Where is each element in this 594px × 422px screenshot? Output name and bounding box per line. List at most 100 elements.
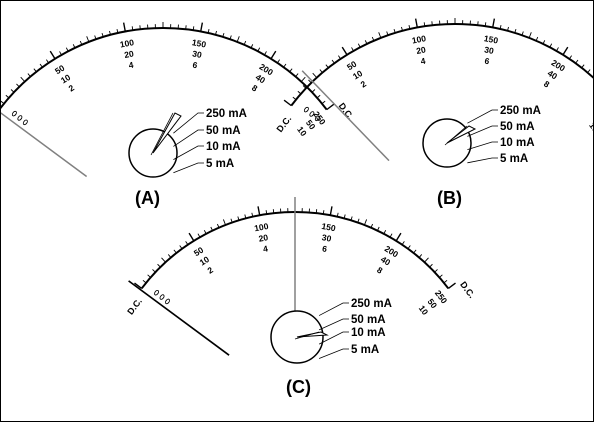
minor-tick xyxy=(439,274,443,278)
minor-tick xyxy=(1,100,5,105)
scale-number: 20 xyxy=(258,232,269,244)
meter-panel-b: 501021002041503062004082505010D.C.D.C.25… xyxy=(275,18,594,208)
minor-tick xyxy=(383,230,387,234)
minor-tick xyxy=(222,32,225,38)
scale-number: 6 xyxy=(484,56,491,67)
minor-tick xyxy=(434,269,438,273)
scale-number: 100 xyxy=(411,33,427,45)
scale-number: 4 xyxy=(262,243,269,254)
minor-tick xyxy=(316,94,321,99)
scale-number: 150 xyxy=(191,37,207,49)
scale-number: 2 xyxy=(67,82,77,93)
major-tick xyxy=(49,50,56,60)
minor-tick xyxy=(364,219,368,226)
scale-number: 6 xyxy=(192,60,199,71)
minor-tick xyxy=(319,69,323,73)
minor-tick xyxy=(535,36,539,41)
scale-number: 30 xyxy=(191,48,202,60)
minor-tick xyxy=(357,43,361,48)
minor-tick xyxy=(210,226,213,231)
minor-tick xyxy=(311,89,316,93)
minor-tick xyxy=(549,43,553,48)
minor-tick xyxy=(297,90,302,95)
scale-number: 10 xyxy=(587,120,594,134)
minor-tick xyxy=(207,29,210,34)
range-label-5ma: 5 mA xyxy=(206,158,234,170)
minor-tick xyxy=(336,212,339,217)
range-label-50ma: 50 mA xyxy=(206,125,241,137)
range-leader-line xyxy=(173,112,204,134)
minor-tick xyxy=(109,30,111,35)
minor-tick xyxy=(423,22,426,27)
meter-pointer xyxy=(128,280,230,356)
scale-number: 30 xyxy=(321,232,332,244)
selector-pointer xyxy=(446,125,477,144)
minor-tick xyxy=(65,47,69,52)
minor-tick xyxy=(147,274,151,278)
selector-needle xyxy=(150,112,174,156)
range-leader-line xyxy=(318,331,349,345)
minor-tick xyxy=(507,26,509,31)
minor-tick xyxy=(86,36,90,43)
minor-tick xyxy=(236,36,240,43)
range-label-10ma: 10 mA xyxy=(351,327,386,339)
dc-left-mark: D.C. xyxy=(125,296,144,316)
minor-tick xyxy=(243,40,247,45)
minor-tick xyxy=(413,249,417,254)
minor-tick xyxy=(167,254,172,258)
minor-tick xyxy=(79,40,83,45)
minor-tick xyxy=(215,30,217,35)
minor-tick xyxy=(351,47,354,52)
minor-tick xyxy=(484,22,487,27)
minor-tick xyxy=(587,69,591,73)
minor-tick xyxy=(59,51,62,56)
selector-needle xyxy=(294,331,320,340)
minor-tick xyxy=(283,63,287,68)
scale-number: 2 xyxy=(206,265,216,276)
minor-tick xyxy=(229,35,232,40)
scale-dot xyxy=(154,289,160,296)
minor-tick xyxy=(401,26,403,31)
minor-tick xyxy=(575,59,579,64)
minor-tick xyxy=(101,32,104,38)
major-tick xyxy=(329,206,333,216)
range-label-10ma: 10 mA xyxy=(500,137,535,149)
minor-tick xyxy=(33,68,37,73)
range-leader-line xyxy=(173,162,204,174)
major-tick xyxy=(188,232,195,242)
minor-tick xyxy=(292,96,297,101)
scale-number: 8 xyxy=(250,83,260,94)
minor-tick xyxy=(244,214,247,219)
minor-tick xyxy=(179,245,183,250)
minor-tick xyxy=(27,73,31,77)
minor-tick xyxy=(371,36,375,41)
minor-tick xyxy=(389,233,393,238)
scale-number: 8 xyxy=(375,265,385,276)
scale-number: 6 xyxy=(321,243,328,254)
minor-tick xyxy=(5,94,10,99)
minor-tick xyxy=(264,51,267,56)
minor-tick xyxy=(197,233,201,238)
major-tick xyxy=(562,46,569,56)
minor-tick xyxy=(308,79,312,84)
minor-tick xyxy=(142,279,147,284)
major-tick xyxy=(447,282,456,290)
range-label-250ma: 250 mA xyxy=(500,105,541,117)
minor-tick xyxy=(331,59,335,64)
scale-number: 150 xyxy=(483,33,499,45)
major-tick xyxy=(414,18,418,28)
minor-tick xyxy=(514,28,517,34)
minor-tick xyxy=(499,25,502,30)
minor-tick xyxy=(393,28,396,34)
minor-tick xyxy=(192,26,195,31)
minor-tick xyxy=(401,241,405,245)
dc-left-mark: D.C. xyxy=(275,114,294,134)
range-label-5ma: 5 mA xyxy=(351,344,379,356)
scale-number: 30 xyxy=(483,44,494,56)
major-tick xyxy=(257,206,261,216)
